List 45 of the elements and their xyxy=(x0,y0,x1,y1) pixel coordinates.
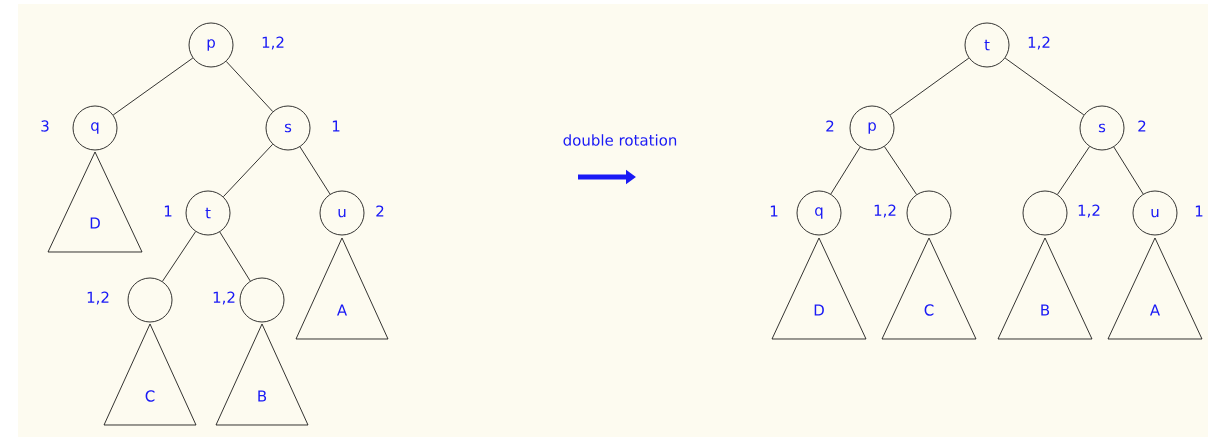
tree-node: q xyxy=(796,190,842,236)
balance-label: 1 xyxy=(332,120,340,132)
tree-node: q xyxy=(72,105,118,151)
balance-label: 1,2 xyxy=(213,291,235,305)
subtree-triangle: A xyxy=(1107,237,1203,340)
subtree-triangle: C xyxy=(881,237,977,340)
tree-edge xyxy=(112,57,194,116)
tree-node: u xyxy=(1132,190,1178,236)
balance-label: 1 xyxy=(770,205,778,217)
balance-label: 1 xyxy=(1195,205,1203,217)
balance-label: 2 xyxy=(1138,120,1146,132)
balance-label: 2 xyxy=(376,205,384,217)
balance-label: 1,2 xyxy=(87,291,109,305)
tree-edge xyxy=(830,146,861,195)
balance-label: 1,2 xyxy=(874,204,896,218)
caption-text: double rotation xyxy=(563,134,677,146)
tree-edge xyxy=(225,61,274,112)
balance-label: 1,2 xyxy=(1078,204,1100,218)
tree-node: s xyxy=(1079,105,1125,151)
tree-edge xyxy=(222,143,274,198)
subtree-triangle: B xyxy=(215,323,309,426)
tree-edge xyxy=(1004,57,1085,116)
balance-label: 1 xyxy=(164,205,172,217)
tree-node: t xyxy=(185,190,231,236)
subtree-triangle: D xyxy=(47,151,143,253)
balance-label: 3 xyxy=(41,120,49,132)
tree-edge xyxy=(1113,146,1144,195)
tree-node: p xyxy=(188,22,234,68)
tree-node: u xyxy=(319,190,365,236)
tree-node: s xyxy=(265,105,311,151)
tree-edge xyxy=(219,231,251,282)
tree-edge xyxy=(299,146,331,195)
tree-edge xyxy=(1057,146,1090,195)
tree-edge xyxy=(889,57,970,116)
tree-edge xyxy=(884,146,917,195)
balance-label: 2 xyxy=(826,120,834,132)
subtree-triangle: B xyxy=(997,237,1093,340)
tree-node: p xyxy=(849,105,895,151)
subtree-triangle: A xyxy=(295,237,389,340)
subtree-triangle: C xyxy=(103,323,197,426)
tree-edge xyxy=(162,231,196,282)
balance-label: 1,2 xyxy=(262,36,284,50)
balance-label: 1,2 xyxy=(1028,36,1050,50)
tree-node: t xyxy=(964,22,1010,68)
subtree-triangle: D xyxy=(771,237,867,340)
